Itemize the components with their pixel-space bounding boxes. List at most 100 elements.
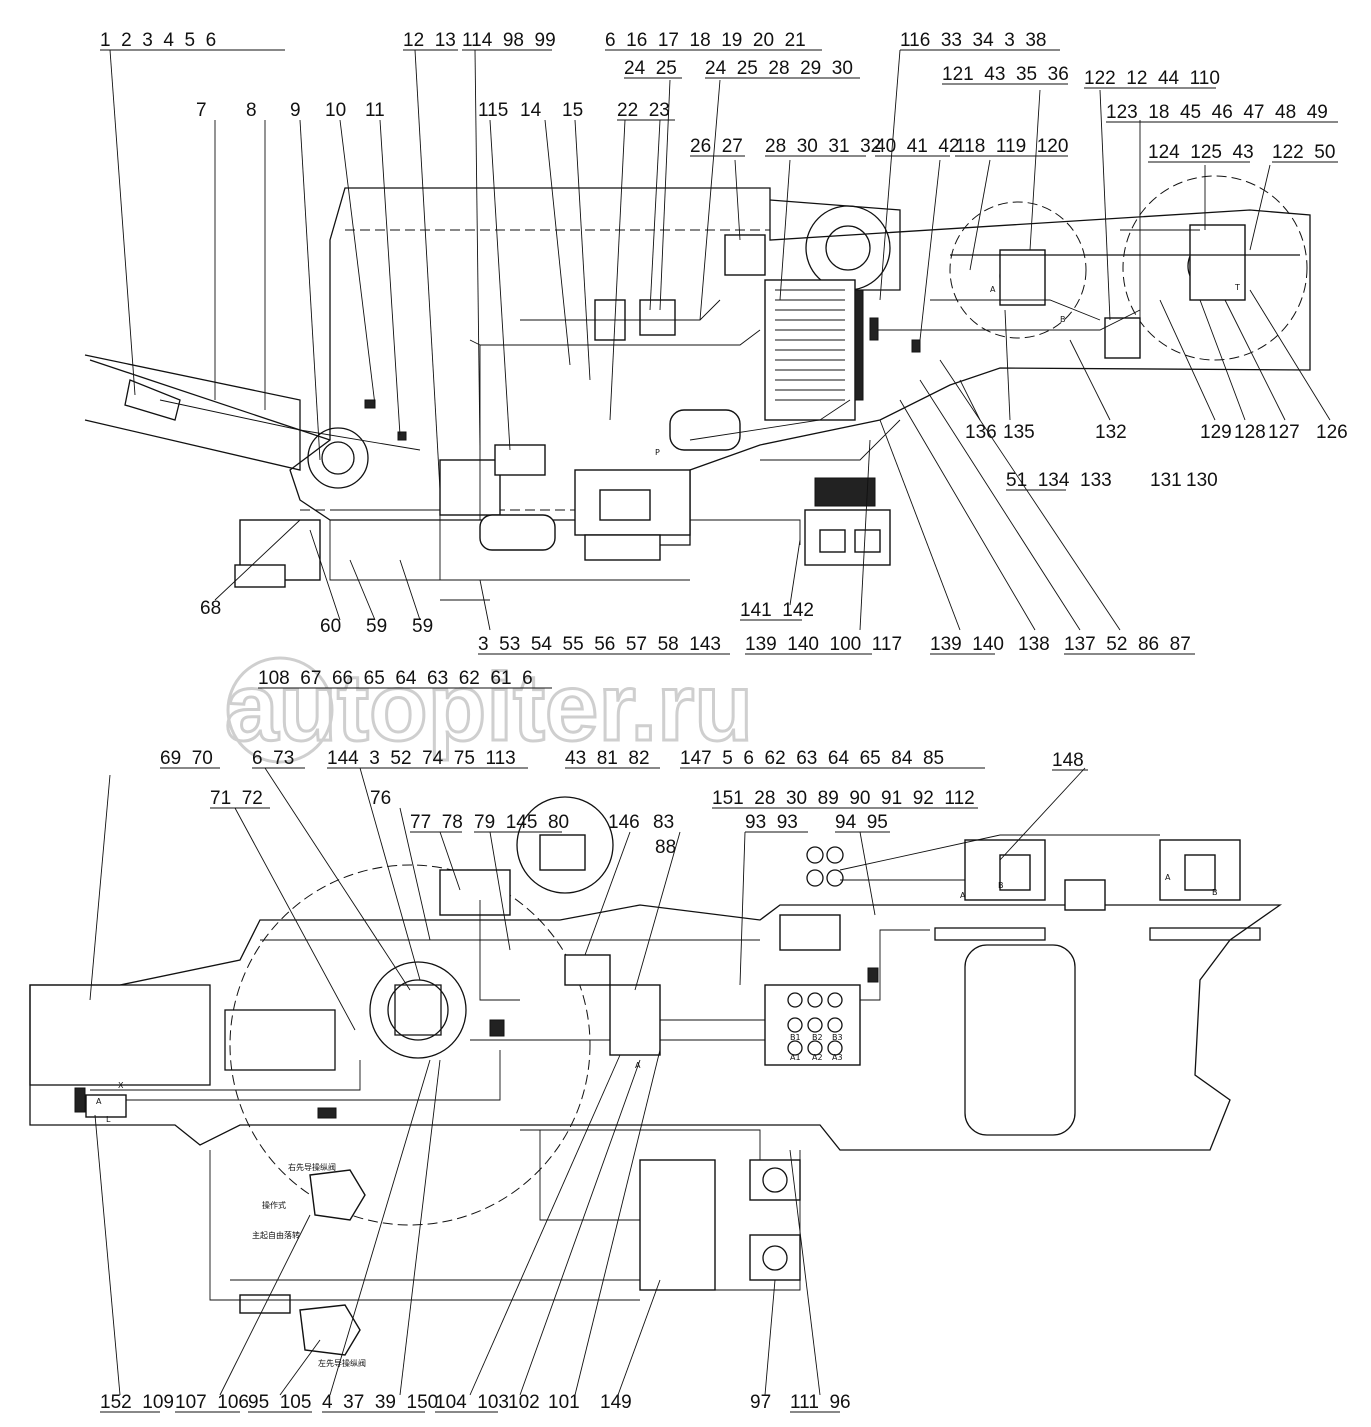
callout-label: 152 109 — [100, 1392, 174, 1413]
callout-label: 104 103 — [435, 1392, 509, 1413]
pipe — [520, 1129, 761, 1160]
pipe — [479, 900, 520, 1001]
valve-section-2 — [854, 529, 881, 553]
callout-label: 6 16 17 18 19 20 21 — [605, 30, 806, 51]
pipe — [860, 929, 930, 1001]
callout-label: 139 140 — [930, 634, 1004, 655]
upper-assembly-side-view — [84, 175, 1311, 601]
callout-label: 124 125 43 — [1148, 142, 1254, 163]
winch-valve-left-core — [999, 854, 1031, 891]
callout-label: 40 41 42 — [875, 136, 960, 157]
callout-label: 114 98 99 — [462, 30, 556, 51]
fitting — [489, 1019, 505, 1037]
port-label: L — [106, 1115, 111, 1124]
right-pilot-valve-label: 右先导操纵阀 — [288, 1162, 336, 1172]
pipe — [90, 1050, 501, 1101]
pipe — [689, 399, 851, 441]
top-sheave-hub — [825, 225, 871, 271]
callout-label: 132 — [1095, 422, 1127, 443]
radiator-fins — [775, 289, 845, 401]
slewing-ring — [229, 864, 591, 1226]
callout-label: 59 — [412, 616, 433, 637]
callout-label: 79 145 80 — [474, 812, 569, 833]
callout-label: 136 — [965, 422, 997, 443]
callout-label: 68 — [200, 598, 221, 619]
lower-frame-outline — [29, 904, 1283, 1151]
fitting-rail — [854, 289, 864, 401]
callout-label: 146 — [608, 812, 640, 833]
callout-label: 137 52 86 87 — [1064, 634, 1191, 655]
callout-label: 6 73 — [252, 748, 294, 769]
callout-label: 121 43 35 36 — [942, 64, 1069, 85]
return-filter — [669, 409, 741, 451]
main-pump — [599, 489, 651, 521]
left-pilot-valve-pedal — [299, 1304, 361, 1356]
callout-label: 26 27 — [690, 136, 743, 157]
callout-label: 10 — [325, 100, 346, 121]
callout-label: 148 — [1052, 750, 1084, 771]
callout-label: 118 119 120 — [955, 136, 1068, 157]
fitting — [74, 1087, 86, 1113]
winch-motor-2-housing — [1189, 224, 1246, 301]
boom-cylinder-block — [124, 379, 181, 421]
valve-block-115 — [494, 444, 546, 476]
pipe — [209, 1150, 640, 1301]
pipe — [870, 309, 1141, 331]
port-label: B2 — [812, 1033, 823, 1042]
callout-label: 12 13 — [403, 30, 456, 51]
valve-146 — [564, 954, 611, 986]
valve-152-109 — [85, 1094, 127, 1118]
oil-filter — [479, 514, 556, 551]
central-swivel-inner — [387, 979, 449, 1041]
small-label: 操作式 — [262, 1200, 286, 1210]
fitting — [911, 339, 921, 353]
callout-label: 151 28 30 89 90 91 92 112 — [712, 788, 975, 809]
callout-label: 135 — [1003, 422, 1035, 443]
boom-line — [89, 359, 331, 441]
callout-label: 123 18 45 46 47 48 49 — [1106, 102, 1328, 123]
callout-label: 71 72 — [210, 788, 263, 809]
callout-label: 101 — [548, 1392, 580, 1413]
callout-labels: 1 2 3 4 5 6 12 13 114 98 99 6 16 17 18 1… — [100, 30, 1348, 1413]
pipe — [839, 834, 1160, 871]
port-label: A — [1165, 873, 1171, 882]
callout-label: 60 — [320, 616, 341, 637]
port-label: T — [1234, 283, 1240, 292]
winch-valve-right-core — [1184, 854, 1216, 891]
pipe — [330, 509, 690, 581]
main-valve-spools — [787, 992, 843, 1056]
callout-label: 108 67 66 65 64 63 62 61 6 — [258, 668, 533, 689]
winch-drum-2 — [1122, 175, 1308, 361]
valve-88 — [609, 984, 661, 1056]
callout-label: 28 30 31 32 — [765, 136, 881, 157]
callout-label: 94 95 — [835, 812, 888, 833]
callout-label: 24 25 28 29 30 — [705, 58, 853, 79]
callout-label: 3 53 54 55 56 57 58 143 — [478, 634, 721, 655]
pipe — [760, 419, 901, 461]
control-valve-top — [724, 234, 766, 276]
pump-motor-2-hub — [762, 1245, 788, 1271]
winch-cylinder-left — [934, 927, 1046, 941]
port-label: A1 — [790, 1053, 801, 1062]
callout-label: 77 78 — [410, 812, 463, 833]
callout-label: 8 — [246, 100, 257, 121]
callout-label: 126 — [1316, 422, 1348, 443]
callout-label: 129 — [1200, 422, 1232, 443]
winch-check-valve — [1064, 879, 1106, 911]
port-label: A — [96, 1097, 102, 1106]
pressure-gauge — [806, 846, 824, 864]
callout-label: 22 23 — [617, 100, 670, 121]
pipe — [930, 299, 1101, 321]
callout-label: 147 5 6 62 63 64 65 84 85 — [680, 748, 944, 769]
pipe — [690, 519, 801, 545]
callout-label: 4 37 39 150 — [322, 1392, 438, 1413]
slew-motor — [539, 834, 586, 871]
pump-motor-1-hub — [762, 1167, 788, 1193]
callout-label: 95 105 — [248, 1392, 311, 1413]
swivel-body — [394, 984, 442, 1036]
winch-motor-1-housing — [999, 249, 1046, 306]
callout-label: 14 — [520, 100, 542, 121]
winch-cylinder-right — [1149, 927, 1261, 941]
fitting — [317, 1107, 337, 1119]
